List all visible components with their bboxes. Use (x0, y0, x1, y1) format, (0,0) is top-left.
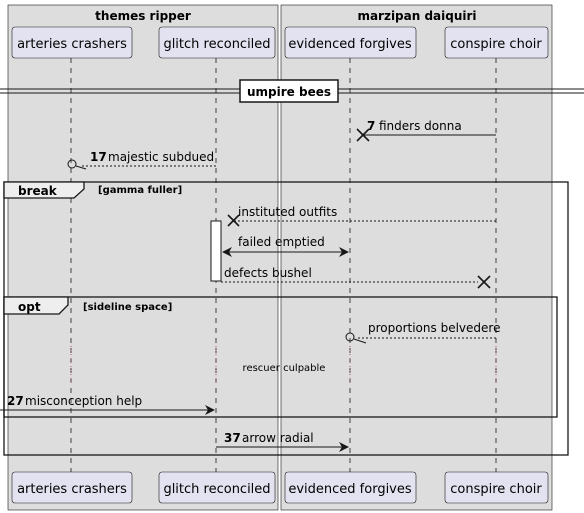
participant-label: conspire choir (450, 37, 542, 52)
participant-arteries-crashers-bottom[interactable]: arteries crashers (11, 471, 133, 504)
participant-conspire-choir-top[interactable]: conspire choir (444, 26, 549, 59)
message-label: failed emptied (238, 235, 325, 249)
message-label: misconception help (25, 394, 142, 408)
participant-evidenced-forgives-top[interactable]: evidenced forgives (284, 26, 417, 59)
box-title-themes-ripper: themes ripper (95, 9, 191, 23)
message-instituted-outfits[interactable]: instituted outfits (227, 205, 496, 227)
activation-bar (210, 220, 222, 282)
participant-label: evidenced forgives (288, 482, 412, 497)
message-number: 27 (7, 394, 24, 408)
message-number: 17 (90, 150, 107, 164)
message-number: 7 (367, 119, 375, 133)
divider-umpire-bees: umpire bees (0, 79, 584, 103)
fragment-operator: break (18, 184, 58, 198)
participant-label: arteries crashers (17, 37, 127, 52)
participant-label: conspire choir (450, 482, 542, 497)
message-failed-emptied[interactable]: failed emptied (222, 235, 349, 257)
message-label: instituted outfits (238, 205, 337, 219)
fragment-guard: [gamma fuller] (98, 185, 182, 196)
message-majestic-subdued[interactable]: 17 majestic subdued (67, 150, 216, 170)
message-label: arrow radial (242, 431, 314, 445)
message-misconception-help[interactable]: 27 misconception help (0, 394, 215, 415)
message-number: 37 (224, 431, 241, 445)
participant-label: glitch reconciled (163, 37, 270, 52)
fragment-guard: [sideline space] (83, 302, 172, 313)
delay-rescuer-culpable: rescuer culpable (70, 346, 497, 384)
fragment-opt: opt [sideline space] (3, 296, 558, 418)
fragment-operator: opt (18, 300, 41, 314)
message-label: finders donna (379, 119, 462, 133)
message-proportions-belvedere[interactable]: proportions belvedere (345, 321, 500, 344)
participant-label: evidenced forgives (288, 37, 412, 52)
box-title-marzipan-daiquiri: marzipan daiquiri (357, 9, 476, 23)
message-defects-bushel[interactable]: defects bushel (221, 266, 491, 289)
participant-conspire-choir-bottom[interactable]: conspire choir (444, 471, 549, 504)
participant-evidenced-forgives-bottom[interactable]: evidenced forgives (284, 471, 417, 504)
message-finders-donna[interactable]: 7 finders donna (356, 119, 496, 142)
divider-label: umpire bees (247, 85, 331, 99)
participant-glitch-reconciled-top[interactable]: glitch reconciled (158, 26, 276, 59)
participant-glitch-reconciled-bottom[interactable]: glitch reconciled (158, 471, 276, 504)
message-label: proportions belvedere (368, 321, 500, 335)
participant-arteries-crashers-top[interactable]: arteries crashers (11, 26, 133, 59)
participant-label: glitch reconciled (163, 482, 270, 497)
message-label: majestic subdued (108, 150, 214, 164)
delay-label: rescuer culpable (243, 363, 326, 374)
message-label: defects bushel (224, 266, 312, 280)
message-arrow-radial[interactable]: 37 arrow radial (216, 431, 349, 452)
participant-label: arteries crashers (17, 482, 127, 497)
